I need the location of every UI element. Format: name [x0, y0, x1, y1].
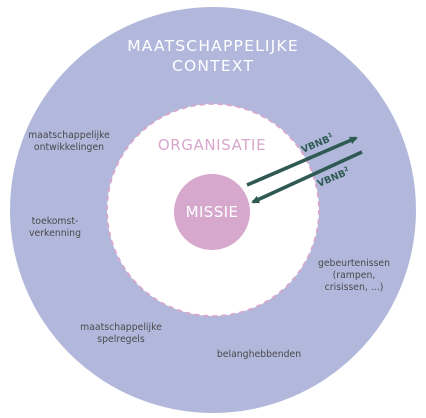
factor-future-exploration-line2: verkenning: [29, 228, 81, 239]
vbnb2-superscript: 2: [343, 165, 350, 173]
mission-label: MISSIE: [186, 203, 239, 221]
factor-future-exploration-line1: toekomst-: [32, 216, 79, 227]
vbnb1-arrow: [246, 136, 358, 187]
organisation-label: ORGANISATIE: [158, 136, 266, 154]
vbnb1-superscript: 1: [327, 131, 334, 139]
context-title-line1: MAATSCHAPPELIJKE: [127, 37, 299, 55]
factor-societal-developments-line1: maatschappelijke: [28, 130, 110, 141]
factor-events-line2: (rampen,: [333, 270, 376, 281]
factor-societal-rules-line1: maatschappelijke: [80, 322, 162, 333]
factor-societal-developments-line2: ontwikkelingen: [34, 142, 104, 153]
mission-circle: [174, 174, 250, 250]
factor-societal-rules-line2: spelregels: [97, 334, 145, 345]
factor-stakeholders: belanghebbenden: [217, 349, 301, 360]
factor-events-line1: gebeurtenissen: [318, 258, 390, 269]
context-title-line2: CONTEXT: [172, 57, 254, 75]
vbnb2-arrow: [251, 150, 363, 204]
factor-events-line3: crisissen, ...): [325, 282, 384, 293]
